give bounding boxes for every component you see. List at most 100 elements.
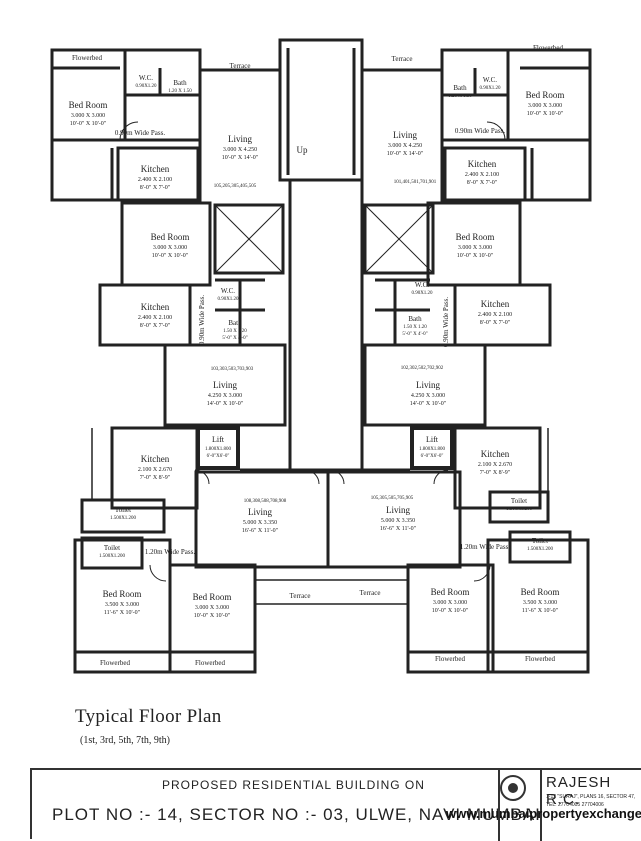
plan-subtitle: (1st, 3rd, 5th, 7th, 9th): [80, 735, 170, 746]
walls: [50, 38, 592, 674]
room-labels: Flowerbed Flowerbed Terrace Terrace Bed …: [69, 44, 565, 667]
kitchen-tr-dim2: 8'-0" X 7'-0": [467, 180, 498, 186]
toilet-bl1-name: Toilet: [115, 506, 131, 514]
pass-br-label: 1.20m Wide Pass.: [460, 543, 510, 551]
living-bl-dim2: 16'-6" X 11'-0": [242, 528, 279, 534]
living-mr-dim2: 14'-0" X 10'-0": [410, 401, 447, 407]
bed-tl-name: Bed Room: [69, 100, 108, 110]
toilet-bl1-dim: 1.500X1.200: [110, 516, 137, 521]
wc-tl-dim: 0.90X1.20: [135, 84, 157, 89]
flat-no-tr: 101,401,501,701,901: [394, 180, 437, 185]
bed-bl1-dim1: 3.500 X 3.000: [105, 602, 139, 608]
flowerbed-tr-label: Flowerbed: [533, 44, 563, 52]
kitchen-mr-dim1: 2.400 X 2.100: [478, 312, 512, 318]
living-ml-dim1: 4.250 X 3.000: [208, 393, 242, 399]
kitchen-ml-dim2: 8'-0" X 7'-0": [140, 323, 171, 329]
terrace-tr-label: Terrace: [392, 55, 413, 63]
kitchen-bl-dim1: 2.100 X 2.670: [138, 467, 172, 473]
bath-mr-dim2: 5'-0" X 4'-0": [402, 332, 427, 337]
kitchen-tl-dim2: 8'-0" X 7'-0": [140, 185, 171, 191]
floor-plan-drawing: Flowerbed Flowerbed Terrace Terrace Bed …: [50, 38, 592, 674]
bed-bl2-name: Bed Room: [193, 592, 232, 602]
living-br-dim1: 5.000 X 3.350: [381, 518, 415, 524]
bed-tr-dim2: 10'-0" X 10'-0": [527, 111, 564, 117]
bed-bl1-dim2: 11'-6" X 10'-0": [104, 610, 141, 616]
terrace-bl-label: Terrace: [290, 592, 311, 600]
plan-title: Typical Floor Plan: [75, 706, 222, 727]
lift-r-dim1: 1.800X1.800: [419, 447, 446, 452]
bath-tr-dim: 1.20 X 1.50: [448, 94, 472, 99]
toilet-bl2-dim: 1.500X1.200: [99, 554, 126, 559]
bath-tl-name: Bath: [173, 79, 187, 87]
living-ml-name: Living: [213, 380, 237, 390]
living-tr-dim2: 10'-0" X 14'-0": [387, 151, 424, 157]
kitchen-bl-dim2: 7'-0" X 8'-9": [140, 475, 171, 481]
bed-br1-dim1: 3.000 X 3.000: [433, 600, 467, 606]
living-ml-dim2: 14'-0" X 10'-0": [207, 401, 244, 407]
bed-br2-dim1: 3.500 X 3.000: [523, 600, 557, 606]
toilet-br2-name: Toilet: [532, 537, 548, 545]
wc-mr-name: W.C.: [415, 281, 429, 289]
bed-ml-name: Bed Room: [151, 232, 190, 242]
lift-r-name: Lift: [426, 435, 439, 444]
title-block-divider: [498, 770, 500, 841]
kitchen-bl-name: Kitchen: [141, 454, 170, 464]
wc-ml-name: W.C.: [221, 287, 235, 295]
bath-ml-dim2: 5'-0" X 4'-0": [222, 336, 247, 341]
terrace-br-label: Terrace: [360, 589, 381, 597]
living-mr-name: Living: [416, 380, 440, 390]
watermark-logo-icon: [500, 775, 526, 801]
kitchen-tl-name: Kitchen: [141, 164, 170, 174]
wc-ml-dim: 0.90X1.20: [217, 297, 239, 302]
bed-bl2-dim1: 3.000 X 3.000: [195, 605, 229, 611]
flat-no-br: 105,305,505,705,905: [371, 496, 414, 501]
flowerbed-bl2-label: Flowerbed: [195, 659, 225, 667]
bed-br1-name: Bed Room: [431, 587, 470, 597]
flat-no-ml: 103,303,503,703,903: [211, 367, 254, 372]
bed-br2-dim2: 11'-6" X 10'-0": [522, 608, 559, 614]
door-swings: [119, 121, 506, 582]
kitchen-mr-dim2: 8'-0" X 7'-0": [480, 320, 511, 326]
bed-br2-name: Bed Room: [521, 587, 560, 597]
living-tl-name: Living: [228, 134, 252, 144]
bed-tl-dim1: 3.000 X 3.000: [71, 113, 105, 119]
kitchen-tr-name: Kitchen: [468, 159, 497, 169]
toilet-br1-name: Toilet: [511, 497, 527, 505]
flowerbed-br1-label: Flowerbed: [435, 655, 465, 663]
flowerbed-bl1-label: Flowerbed: [100, 659, 130, 667]
architect-tel: TEL: 27704005 27704006: [546, 802, 604, 808]
bed-mr-name: Bed Room: [456, 232, 495, 242]
living-bl-name: Living: [248, 507, 272, 517]
kitchen-ml-name: Kitchen: [141, 302, 170, 312]
kitchen-mr-name: Kitchen: [481, 299, 510, 309]
bed-tr-name: Bed Room: [526, 90, 565, 100]
wc-mr-dim: 0.90X1.20: [411, 291, 433, 296]
bath-mr-dim1: 1.50 X 1.20: [403, 325, 427, 330]
pass-mr-label: 0.90m Wide Pass.: [442, 297, 450, 347]
wc-tr-dim: 0.90X1.20: [479, 86, 501, 91]
bath-ml-dim1: 1.50 X 1.20: [223, 329, 247, 334]
bed-tr-dim1: 3.000 X 3.000: [528, 103, 562, 109]
bed-ml-dim1: 3.000 X 3.000: [153, 245, 187, 251]
wc-tl-name: W.C.: [139, 74, 153, 82]
pass-tl-label: 0.90m Wide Pass.: [115, 129, 165, 137]
bed-tl-dim2: 10'-0" X 10'-0": [70, 121, 107, 127]
living-mr-dim1: 4.250 X 3.000: [411, 393, 445, 399]
living-tl-dim1: 3.000 X 4.250: [223, 147, 257, 153]
bed-mr-dim2: 10'-0" X 10'-0": [457, 253, 494, 259]
living-tr-dim1: 3.000 X 4.250: [388, 143, 422, 149]
bath-mr-name: Bath: [408, 315, 422, 323]
lift-r-dim2: 6'-0"X6'-0": [421, 454, 444, 459]
wc-tr-name: W.C.: [483, 76, 497, 84]
bath-tr-name: Bath: [453, 84, 467, 92]
living-tr-name: Living: [393, 130, 417, 140]
flat-no-mr: 102,302,502,702,902: [401, 366, 444, 371]
kitchen-br-name: Kitchen: [481, 449, 510, 459]
kitchen-br-dim1: 2.100 X 2.670: [478, 462, 512, 468]
bed-ml-dim2: 10'-0" X 10'-0": [152, 253, 189, 259]
toilet-br1-dim: 1.500X1.200: [506, 507, 533, 512]
living-br-name: Living: [386, 505, 410, 515]
kitchen-br-dim2: 7'-0" X 8'-9": [480, 470, 511, 476]
living-br-dim2: 16'-6" X 11'-0": [380, 526, 417, 532]
bed-bl2-dim2: 10'-0" X 10'-0": [194, 613, 231, 619]
